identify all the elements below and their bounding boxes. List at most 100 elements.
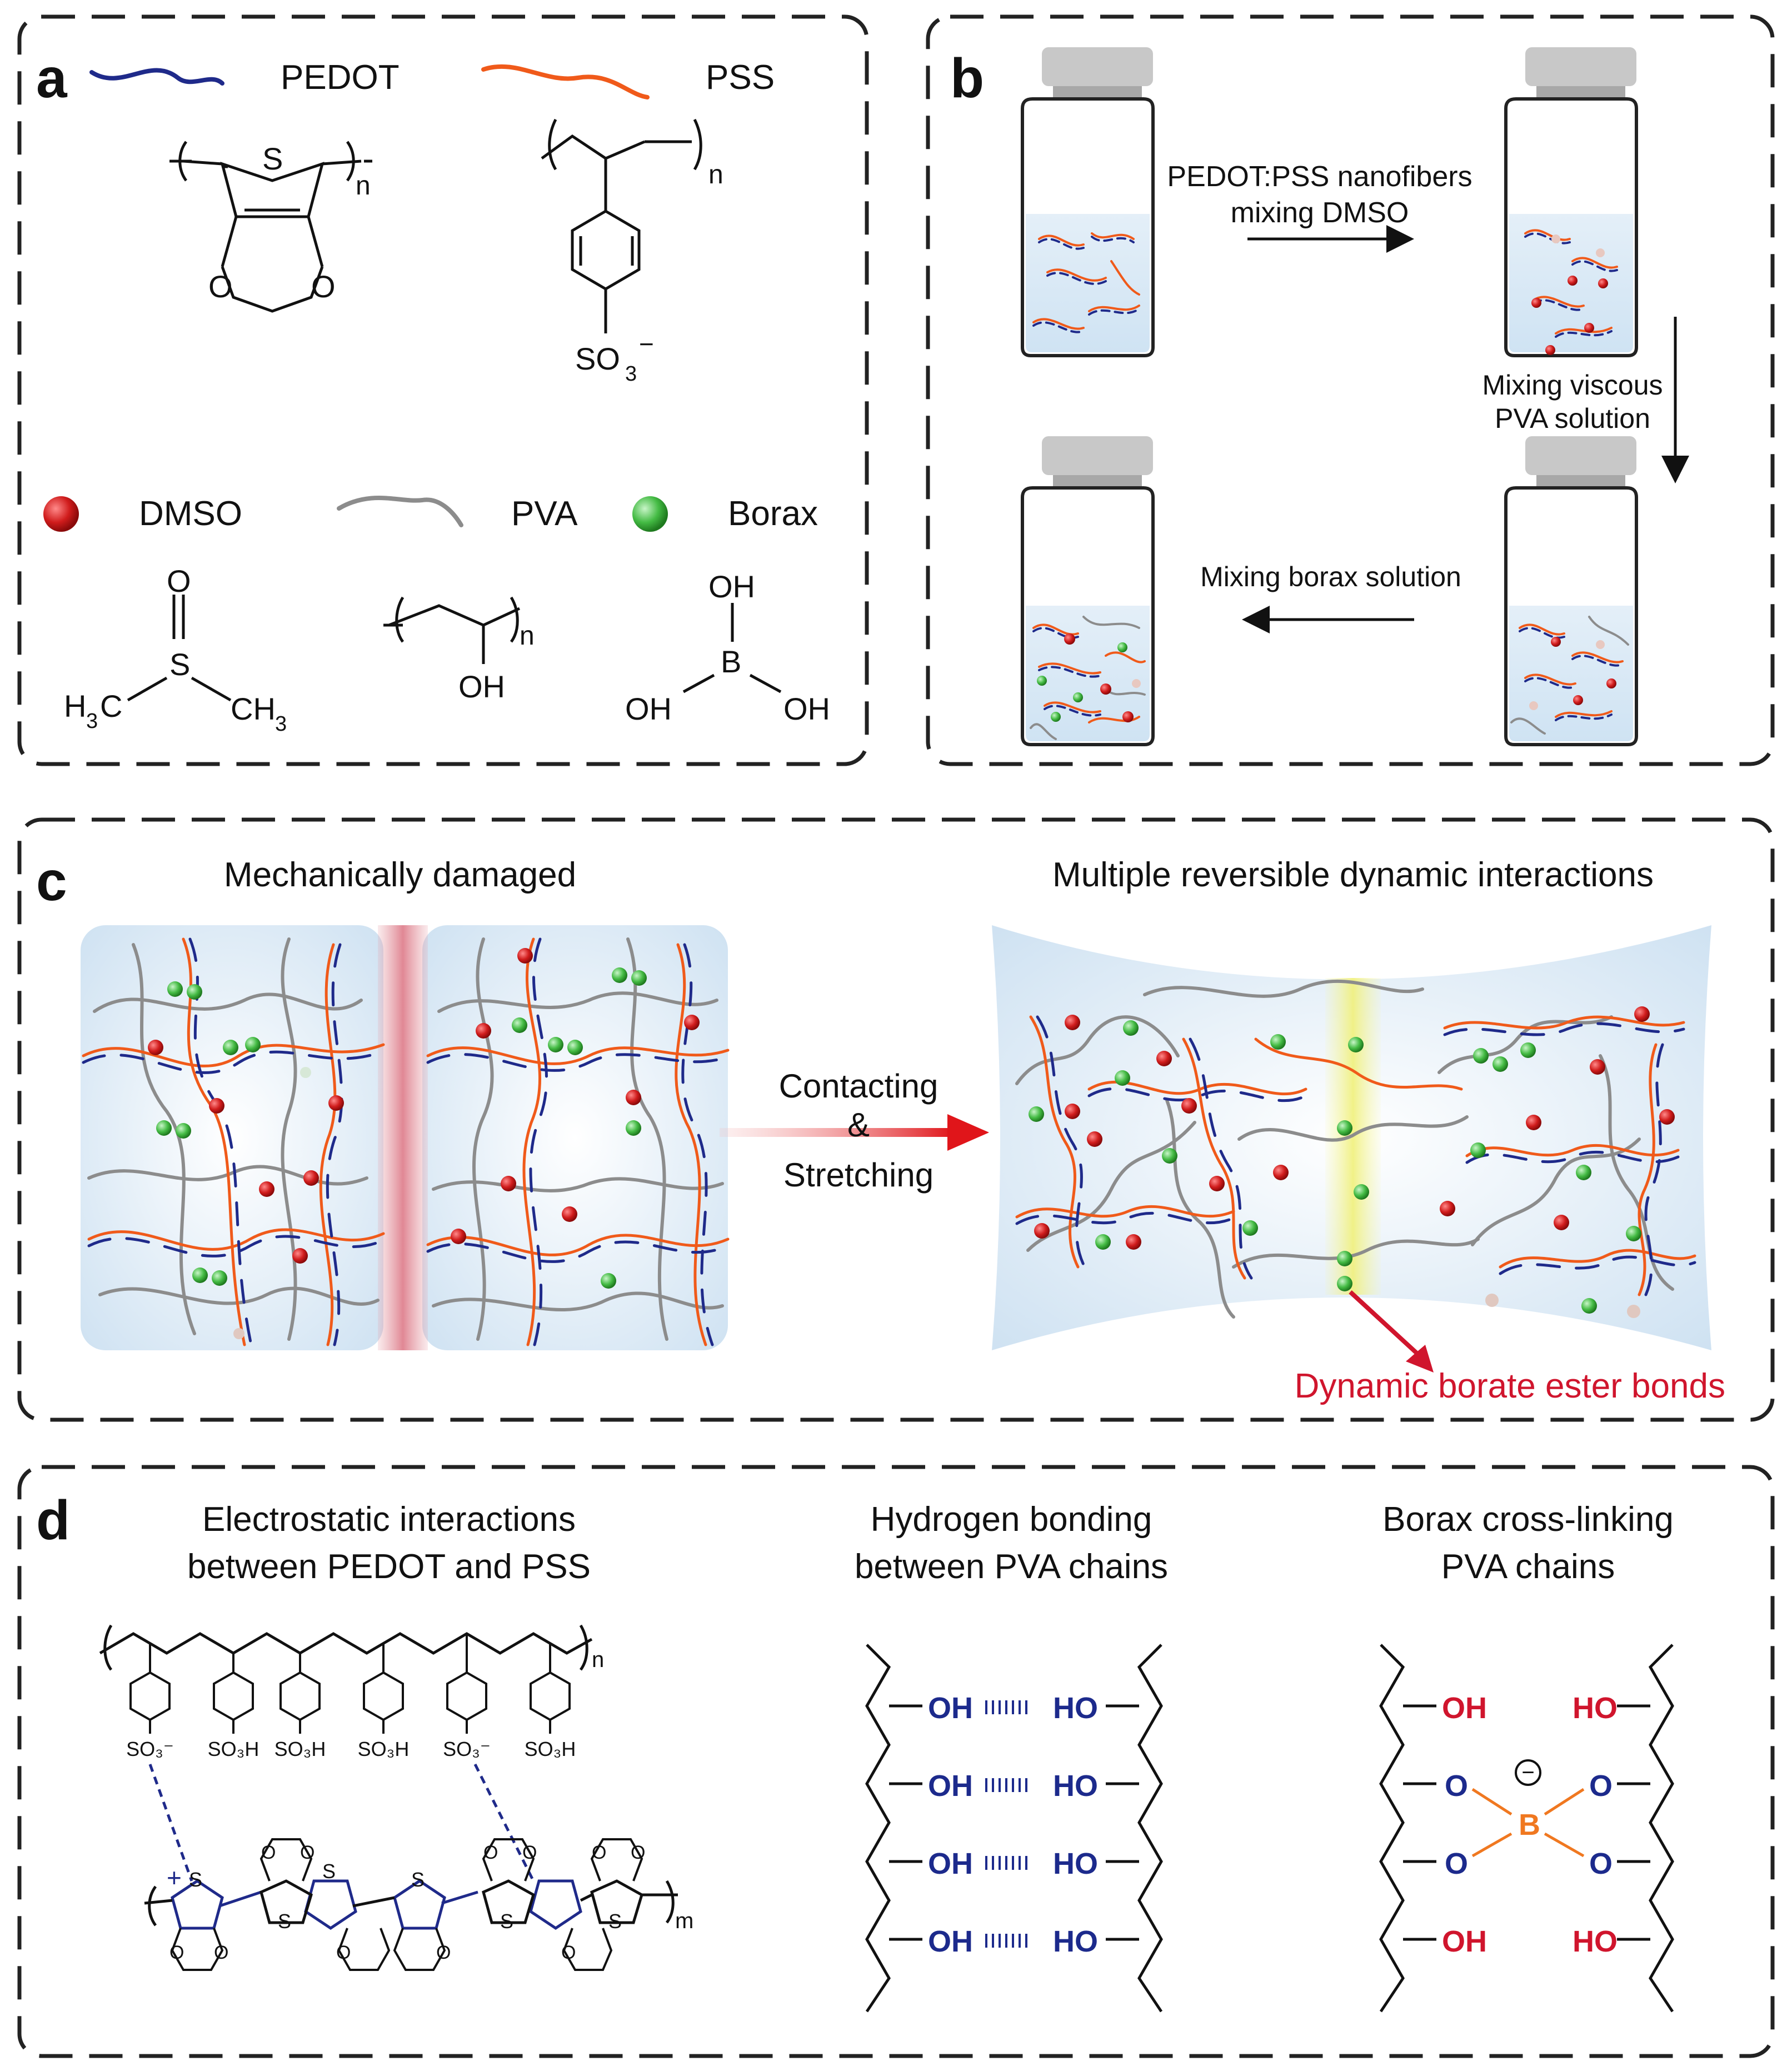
healed-gel-balls — [1029, 1006, 1675, 1318]
electrostatic-link-1 — [148, 1764, 193, 1882]
panel-d-frame — [17, 1465, 1775, 2058]
pss-legend-line — [481, 64, 650, 99]
pedot-s-2: S — [278, 1910, 291, 1933]
bx-title-line2: PVA chains — [1441, 1548, 1615, 1586]
vial-2-dmso — [1531, 234, 1608, 355]
pedot-o-4: O — [522, 1842, 537, 1863]
pss-struct-so3: SO — [575, 341, 620, 376]
pss-struct-minus: − — [639, 330, 654, 358]
dmso-struct-h3c-sub: 3 — [86, 710, 98, 733]
pss-so3h-1: SO₃H — [208, 1738, 259, 1760]
bx-oh-bottom: OH — [1442, 1925, 1487, 1958]
panel-b: b — [950, 47, 1689, 746]
pedot-o-3: O — [483, 1842, 498, 1863]
healed-gel-chains — [1015, 979, 1696, 1319]
borax-struct-oh-top: OH — [708, 569, 755, 604]
pedot-struct-s: S — [262, 141, 283, 176]
elec-title-line2: between PEDOT and PSS — [187, 1548, 591, 1586]
legend-pva-label: PVA — [511, 495, 578, 533]
pedot-o-8: O — [214, 1942, 228, 1963]
damaged-gel-balls — [148, 948, 700, 1339]
elec-title-line1: Electrostatic interactions — [202, 1500, 576, 1539]
borax-struct-b: B — [721, 644, 741, 679]
pss-so3-minus-2: SO₃⁻ — [443, 1738, 491, 1760]
arrow-label-line2: & — [847, 1106, 870, 1144]
pss-structure — [541, 118, 702, 333]
panel-c-left-title: Mechanically damaged — [224, 856, 576, 894]
step1-line1: PEDOT:PSS nanofibers — [1167, 161, 1472, 193]
pss-chain-n: n — [592, 1648, 604, 1672]
pss-struct-n: n — [708, 160, 723, 189]
bx-o-1: O — [1445, 1769, 1468, 1803]
pss-chain — [99, 1624, 593, 1671]
hb-oh-2: OH — [928, 1769, 973, 1803]
hb-bonds — [985, 1700, 1027, 1948]
hb-ho-2: HO — [1053, 1769, 1098, 1803]
pedot-o-11: O — [561, 1942, 576, 1963]
dmso-struct-o: O — [167, 563, 191, 598]
pss-so3h-2: SO₃H — [274, 1738, 326, 1760]
vial-2-fibers — [1524, 229, 1618, 338]
pedot-o-7: O — [169, 1942, 184, 1963]
pedot-o-5: O — [592, 1842, 606, 1863]
panel-a: a PEDOT PSS S O O n — [36, 47, 830, 736]
contact-arrow-shaft — [720, 1128, 953, 1137]
pss-so3-minus-1: SO₃⁻ — [126, 1738, 174, 1760]
pedot-s-5: S — [500, 1910, 513, 1933]
bx-ho-bottom: HO — [1573, 1925, 1618, 1958]
step2-line1: Mixing viscous — [1482, 370, 1663, 401]
vial-4-balls — [1529, 637, 1616, 710]
damaged-gel-left — [81, 925, 383, 1350]
pva-struct-n: n — [520, 621, 535, 651]
step2-line2: PVA solution — [1495, 403, 1650, 434]
pss-so3h-3: SO₃H — [358, 1738, 410, 1760]
hb-oh-4: OH — [928, 1925, 973, 1958]
panel-a-frame — [17, 14, 869, 766]
panel-c-right-title: Multiple reversible dynamic interactions — [1052, 856, 1654, 894]
damaged-gel-chains — [82, 937, 730, 1346]
bx-boron: B — [1519, 1808, 1540, 1842]
vial-2 — [1504, 47, 1638, 357]
hb-ho-1: HO — [1053, 1691, 1098, 1725]
pedot-chain-m: m — [675, 1909, 693, 1933]
borax-struct-oh-left: OH — [625, 691, 672, 726]
hb-oh-labels: OH OH OH OH HO HO HO HO — [928, 1691, 1098, 1958]
legend-pedot-label: PEDOT — [281, 58, 400, 97]
pedot-o-10: O — [436, 1942, 451, 1963]
hb-title-line2: between PVA chains — [855, 1548, 1168, 1586]
pedot-legend-line — [89, 68, 224, 86]
bx-negative-sign: − — [1521, 1760, 1534, 1785]
pedot-structure — [169, 141, 372, 313]
vial-3-balls — [1037, 633, 1141, 722]
dmso-struct-ch3: CH — [231, 691, 276, 726]
pva-structure — [383, 596, 521, 664]
hb-oh-3: OH — [928, 1847, 973, 1880]
hb-title-line1: Hydrogen bonding — [871, 1500, 1152, 1539]
hb-ho-4: HO — [1053, 1925, 1098, 1958]
pss-so3h-4: SO₃H — [525, 1738, 576, 1760]
bx-boron-bonds — [1471, 1788, 1585, 1858]
panel-a-letter: a — [36, 47, 68, 109]
bx-backbones — [1379, 1644, 1674, 2013]
bx-title-line1: Borax cross-linking — [1382, 1500, 1674, 1539]
contact-arrow-head — [947, 1114, 989, 1151]
bx-o-4: O — [1589, 1847, 1613, 1880]
borax-legend-ball — [632, 496, 668, 532]
legend-pss-label: PSS — [706, 58, 775, 97]
hb-oh-1: OH — [928, 1691, 973, 1725]
panel-b-letter: b — [950, 47, 984, 109]
dmso-struct-s: S — [169, 647, 190, 682]
pva-legend-line — [337, 496, 463, 527]
bx-o-3: O — [1589, 1769, 1613, 1803]
pedot-s-6: S — [608, 1910, 622, 1933]
pedot-o-9: O — [336, 1942, 351, 1963]
pedot-s-3: S — [322, 1860, 336, 1883]
hb-backbones — [865, 1644, 1163, 2013]
vial-1 — [1021, 47, 1155, 357]
pedot-o-2: O — [300, 1842, 315, 1863]
pva-struct-oh: OH — [458, 669, 505, 704]
hb-ho-3: HO — [1053, 1847, 1098, 1880]
dmso-struct-h3c-h: H — [64, 688, 86, 723]
pedot-struct-o1: O — [208, 269, 233, 304]
step3-label: Mixing borax solution — [1200, 561, 1461, 592]
